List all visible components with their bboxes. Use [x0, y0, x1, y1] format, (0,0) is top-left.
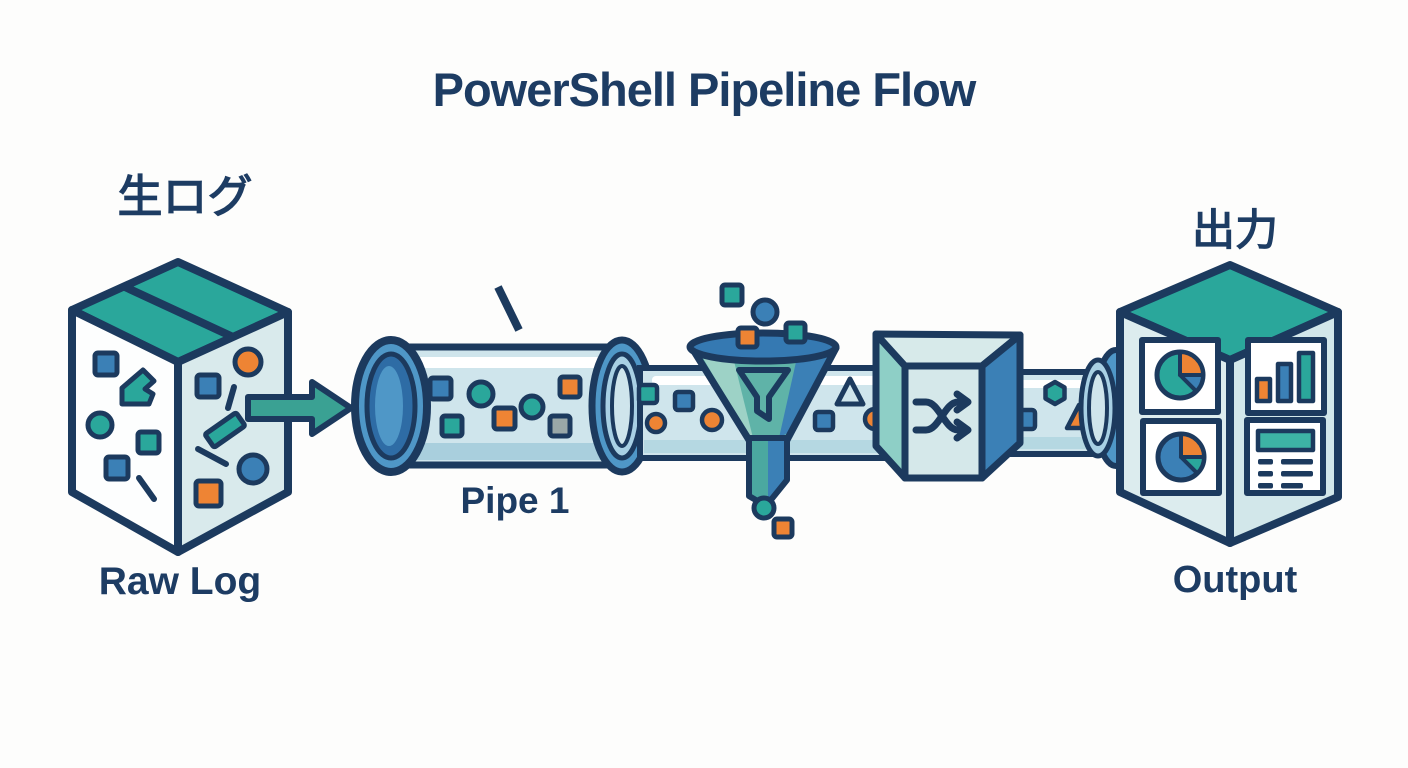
funnel-icon [686, 282, 840, 540]
pipe1-label: Pipe 1 [460, 480, 570, 521]
output-cube-icon [1116, 261, 1342, 547]
raw-log-cube-icon [68, 258, 292, 556]
output-label-jp: 出力 [1192, 207, 1278, 255]
shuffle-box-icon [872, 330, 1024, 482]
pipe-1-icon [351, 336, 656, 476]
output-label-en: Output [1172, 559, 1298, 601]
pie-chart-icon [1140, 418, 1222, 496]
pie-chart-icon [1139, 337, 1221, 415]
page-title: PowerShell Pipeline Flow [432, 63, 977, 116]
callout-line [494, 285, 523, 332]
bar-chart-icon [1245, 337, 1327, 416]
right-arrow-icon [245, 379, 354, 437]
input-label-en: Raw Log [98, 560, 262, 603]
shuffle-icon [912, 390, 972, 442]
report-document-icon [1244, 417, 1326, 496]
input-label-jp: 生ログ [117, 171, 253, 222]
